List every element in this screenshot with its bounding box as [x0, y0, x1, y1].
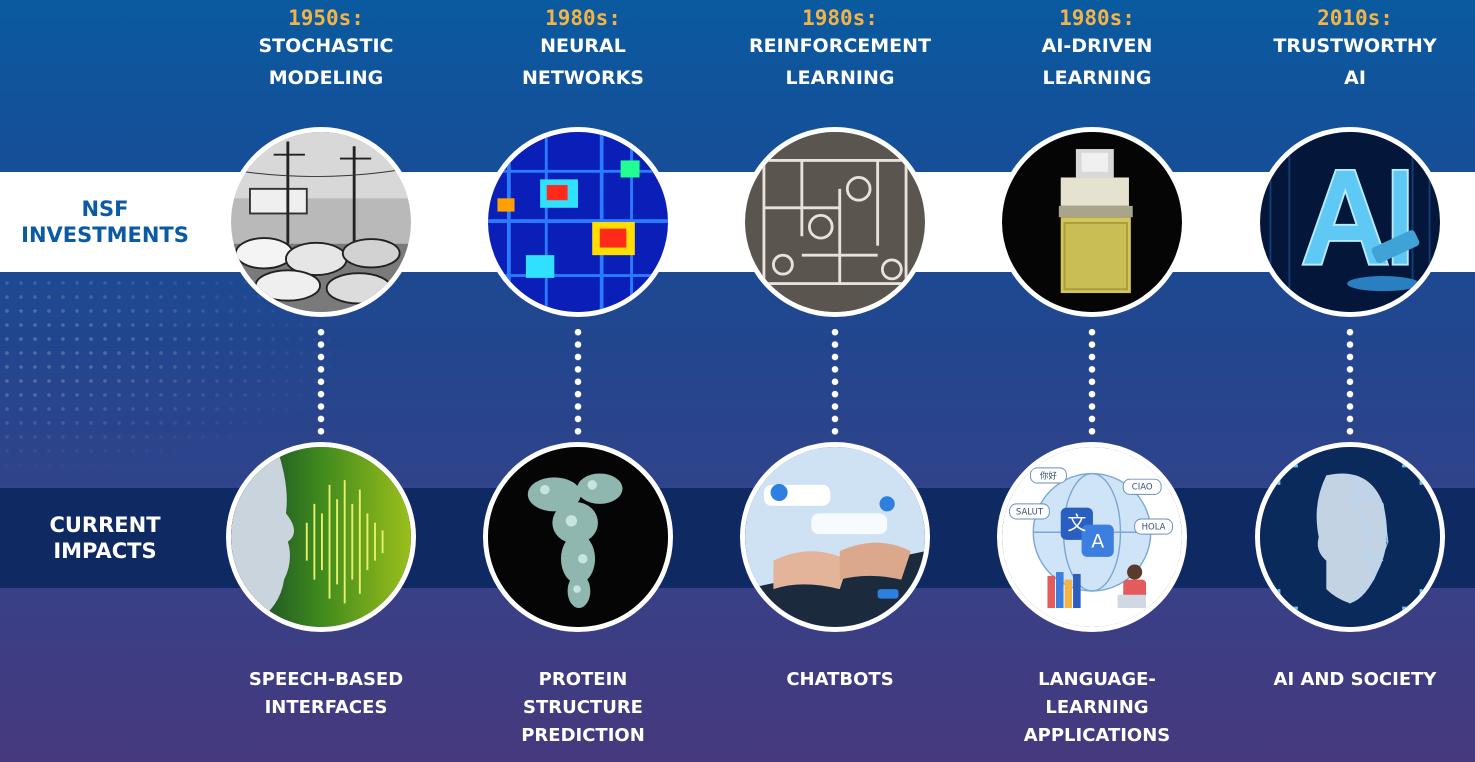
- era-label: 1980s:: [1059, 6, 1135, 30]
- connector-dots: [316, 326, 326, 438]
- topic-label: AI-DRIVEN LEARNING: [1041, 35, 1153, 89]
- connector-dots: [1345, 326, 1355, 438]
- bubble-hola: HOLA: [1142, 522, 1166, 532]
- bubble-salut: SALUT: [1016, 507, 1044, 517]
- row-label-impacts: CURRENT IMPACTS: [49, 513, 161, 563]
- era-label: 1980s:: [802, 6, 878, 30]
- translate-glyph-zh: 文: [1067, 512, 1086, 534]
- timeline-column-4: 1980s: AI-DRIVEN LEARNING 文 A: [982, 0, 1212, 762]
- protein-molecule-image: [483, 442, 673, 632]
- impact-label: PROTEIN STRUCTURE PREDICTION: [521, 669, 645, 746]
- era-label: 1950s:: [288, 6, 364, 30]
- impact-label: CHATBOTS: [786, 669, 894, 690]
- neural-heatmap-image: [483, 127, 673, 317]
- era-label: 2010s:: [1317, 6, 1393, 30]
- impact-label: AI AND SOCIETY: [1273, 669, 1437, 690]
- ai-gavel-image: [1255, 127, 1445, 317]
- topic-label: TRUSTWORTHY AI: [1273, 35, 1437, 89]
- row-label-investments: NSF INVESTMENTS: [21, 197, 189, 247]
- vintage-street-photo: [226, 127, 416, 317]
- vintage-terminal-photo: [997, 127, 1187, 317]
- connector-dots: [573, 326, 583, 438]
- bubble-ciao: CIAO: [1132, 483, 1153, 493]
- laptop-chat-photo: [740, 442, 930, 632]
- connector-dots: [830, 326, 840, 438]
- topic-label: STOCHASTIC MODELING: [258, 35, 394, 89]
- language-globe-illustration: 文 A 你好 CIAO SALUT HOLA: [997, 442, 1187, 632]
- timeline-column-5: 2010s: TRUSTWORTHY AI: [1240, 0, 1470, 762]
- bubble-nihao: 你好: [1040, 470, 1058, 481]
- timeline-column-3: 1980s: REINFORCEMENT LEARNING: [725, 0, 955, 762]
- timeline-column-2: 1980s: NEURAL NETWORKS: [468, 0, 698, 762]
- topic-label: REINFORCEMENT LEARNING: [748, 35, 931, 89]
- timeline-column-1: 1950s: STOCHASTIC MODELING: [211, 0, 441, 762]
- wireframe-face-image: [1255, 442, 1445, 632]
- speech-waveform-photo: [226, 442, 416, 632]
- era-label: 1980s:: [545, 6, 621, 30]
- connector-dots: [1087, 326, 1097, 438]
- topic-label: NEURAL NETWORKS: [522, 35, 644, 89]
- translate-glyph-a: A: [1091, 530, 1104, 552]
- maze-sketch-image: [740, 127, 930, 317]
- impact-label: SPEECH-BASED INTERFACES: [248, 669, 404, 718]
- impact-label: LANGUAGE- LEARNING APPLICATIONS: [1023, 669, 1171, 746]
